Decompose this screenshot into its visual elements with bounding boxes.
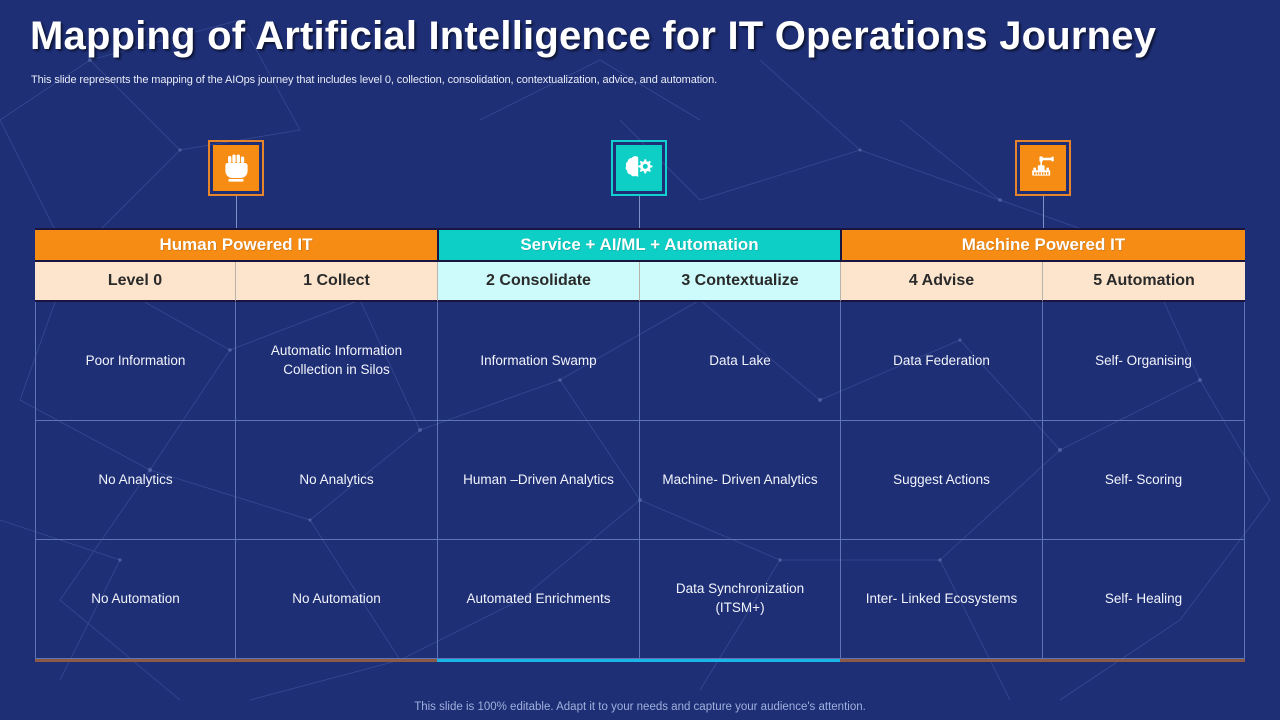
table-cell: Data Federation bbox=[840, 302, 1042, 421]
level-header-4-advise: 4 Advise bbox=[840, 262, 1042, 302]
level-header-row: Level 0 1 Collect 2 Consolidate 3 Contex… bbox=[35, 262, 1245, 302]
level-header-level-0: Level 0 bbox=[35, 262, 235, 302]
table-cell: Self- Healing bbox=[1042, 540, 1245, 659]
slide-header: Mapping of Artificial Intelligence for I… bbox=[0, 0, 1280, 96]
connector-line-service bbox=[639, 196, 640, 228]
table-row: No Analytics No Analytics Human –Driven … bbox=[35, 421, 1245, 540]
accent-segment-left bbox=[35, 659, 437, 662]
accent-segment-middle bbox=[437, 659, 840, 662]
badge-human-powered-it[interactable] bbox=[208, 140, 264, 196]
group-header-machine-powered-it: Machine Powered IT bbox=[840, 228, 1245, 262]
table-cell: No Automation bbox=[235, 540, 437, 659]
table-cell: Suggest Actions bbox=[840, 421, 1042, 540]
group-header-row: Human Powered IT Service + AI/ML + Autom… bbox=[35, 228, 1245, 262]
table-cell: Information Swamp bbox=[437, 302, 639, 421]
brain-gear-icon bbox=[625, 156, 653, 177]
connector-line-human bbox=[236, 196, 237, 228]
page-subtitle: This slide represents the mapping of the… bbox=[31, 74, 718, 86]
table-cell: Machine- Driven Analytics bbox=[639, 421, 840, 540]
accent-segment-right bbox=[840, 659, 1245, 662]
table-cell: Automated Enrichments bbox=[437, 540, 639, 659]
table-cell: Poor Information bbox=[35, 302, 235, 421]
level-header-5-automation: 5 Automation bbox=[1042, 262, 1245, 302]
table-cell: Data Synchronization (ITSM+) bbox=[639, 540, 840, 659]
connector-line-machine bbox=[1043, 196, 1044, 228]
table-cell: Inter- Linked Ecosystems bbox=[840, 540, 1042, 659]
group-header-human-powered-it: Human Powered IT bbox=[35, 228, 437, 262]
table-bottom-accent bbox=[35, 659, 1245, 662]
fist-icon bbox=[225, 154, 248, 182]
level-header-1-collect: 1 Collect bbox=[235, 262, 437, 302]
level-header-2-consolidate: 2 Consolidate bbox=[437, 262, 639, 302]
badge-service-ai-ml-automation[interactable] bbox=[611, 140, 667, 196]
level-header-3-contextualize: 3 Contextualize bbox=[639, 262, 840, 302]
table-row: No Automation No Automation Automated En… bbox=[35, 540, 1245, 659]
table-cell: Automatic Information Collection in Silo… bbox=[235, 302, 437, 421]
table-cell: Self- Organising bbox=[1042, 302, 1245, 421]
table-cell: Data Lake bbox=[639, 302, 840, 421]
table-cell: No Analytics bbox=[235, 421, 437, 540]
table-cell: No Automation bbox=[35, 540, 235, 659]
table-cell: Self- Scoring bbox=[1042, 421, 1245, 540]
robot-arm-icon bbox=[1032, 156, 1054, 176]
table-row: Poor Information Automatic Information C… bbox=[35, 302, 1245, 421]
table-cell: Human –Driven Analytics bbox=[437, 421, 639, 540]
footer-note: This slide is 100% editable. Adapt it to… bbox=[414, 701, 866, 713]
aiops-journey-table: Human Powered IT Service + AI/ML + Autom… bbox=[35, 228, 1245, 662]
page-title: Mapping of Artificial Intelligence for I… bbox=[30, 14, 1157, 58]
group-header-service-ai-ml-automation: Service + AI/ML + Automation bbox=[437, 228, 840, 262]
badge-machine-powered-it[interactable] bbox=[1015, 140, 1071, 196]
table-cell: No Analytics bbox=[35, 421, 235, 540]
